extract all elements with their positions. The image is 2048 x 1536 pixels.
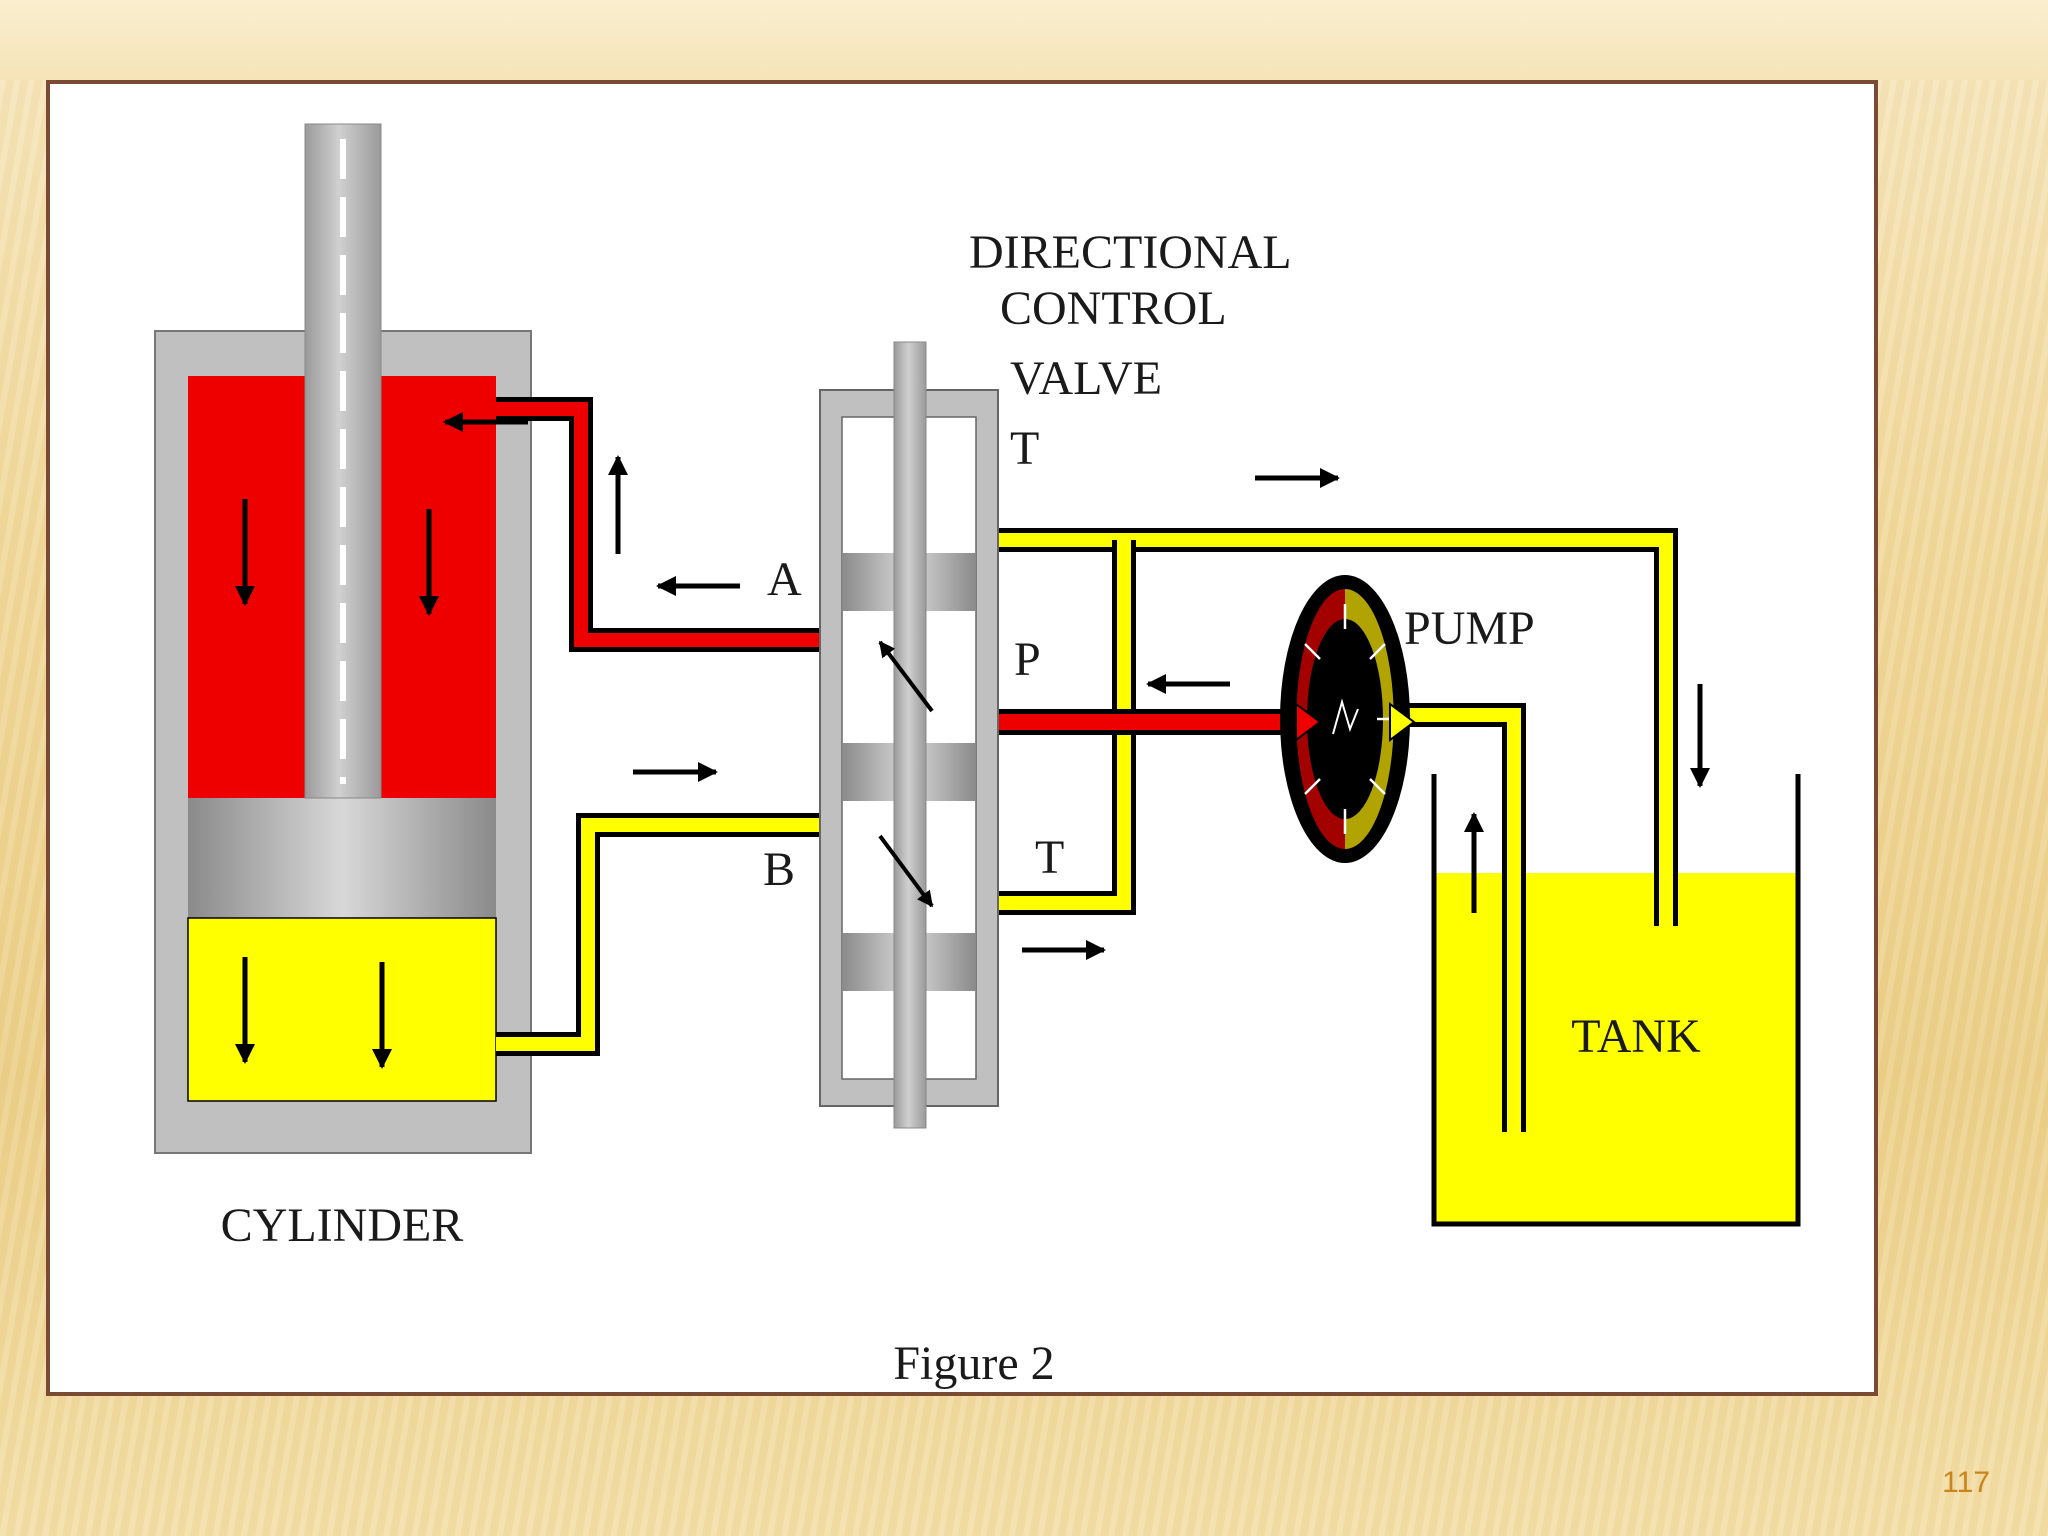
pump-rotor <box>1307 619 1383 819</box>
cylinder: CYLINDER <box>154 123 532 1252</box>
tank-walls <box>1431 774 1801 1227</box>
port-a-label: A <box>767 553 802 606</box>
pump-center-mark <box>1332 698 1359 735</box>
tank: TANK <box>1431 774 1801 1227</box>
cylinder-return-chamber <box>187 917 497 1102</box>
figure-caption: Figure 2 <box>893 1337 1054 1390</box>
port-t-top-label: T <box>1010 422 1039 475</box>
page-number: 117 <box>1942 1466 1990 1499</box>
pump: PUMP <box>1280 575 1535 863</box>
port-b-label: B <box>763 843 795 896</box>
hydraulic-circuit-diagram: CYLINDER TANK <box>154 123 1801 1390</box>
pump-outlet-arrowhead <box>1295 702 1322 742</box>
slide-top-band <box>0 0 2048 80</box>
pump-label: PUMP <box>1404 602 1535 655</box>
pump-inlet-arrowhead <box>1389 702 1416 742</box>
tank-label: TANK <box>1571 1010 1701 1063</box>
cylinder-label: CYLINDER <box>221 1199 464 1252</box>
valve-flow-arrow-p-to-a <box>878 640 934 713</box>
tank-fluid <box>1434 873 1798 1224</box>
cylinder-piston <box>188 798 496 918</box>
port-p-label: P <box>1014 633 1041 686</box>
directional-control-valve: DIRECTIONAL CONTROL VALVE T A P B T <box>763 226 1292 1129</box>
valve-spool <box>893 341 927 1129</box>
valve-title-line1: DIRECTIONAL <box>969 226 1292 279</box>
port-t-bottom-label: T <box>1035 831 1064 884</box>
figure-frame: CYLINDER TANK <box>46 80 1878 1396</box>
valve-title-line3: VALVE <box>1010 352 1162 405</box>
valve-flow-arrow-b-to-t <box>878 834 934 908</box>
valve-title-line2: CONTROL <box>1000 282 1227 335</box>
